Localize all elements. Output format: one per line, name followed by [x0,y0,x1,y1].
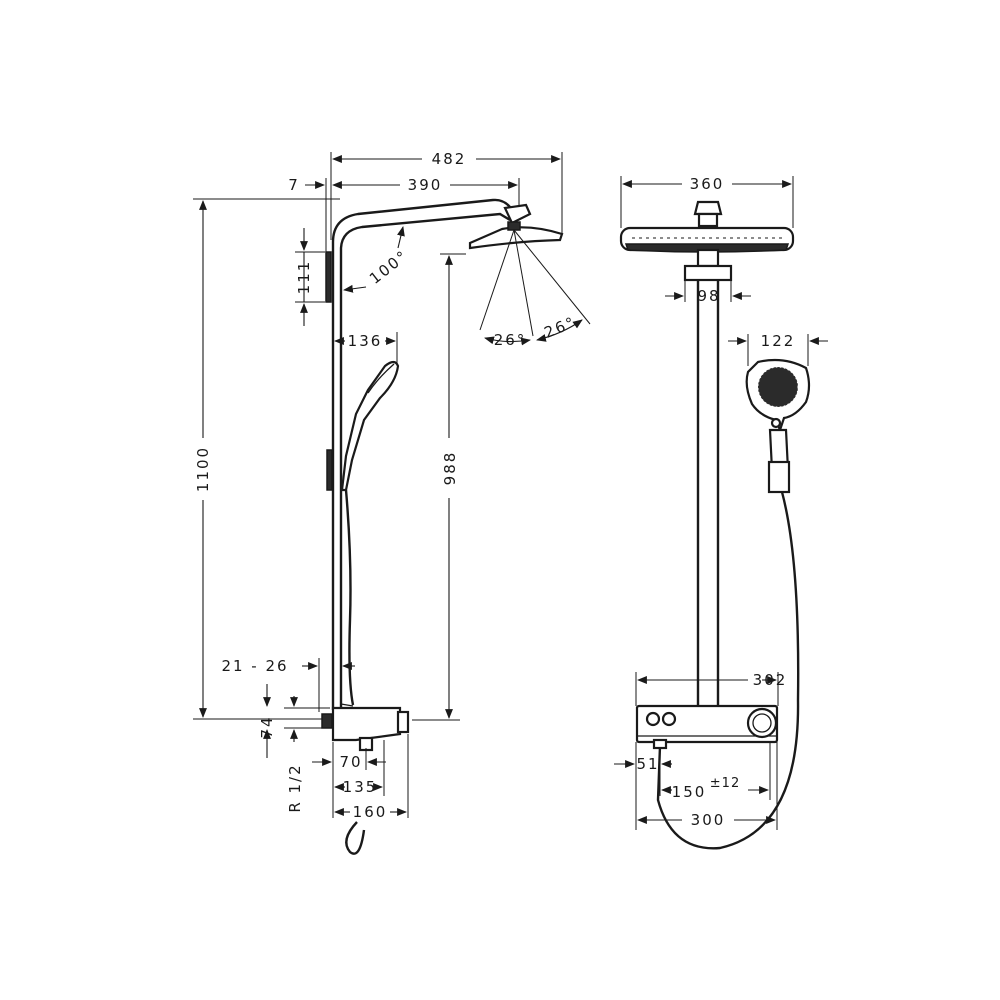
dim-136: 136 [348,332,383,350]
dim-21-26: 21 - 26 [221,657,288,675]
hand-shower-side [326,360,400,492]
thread-r-half: R 1/2 [286,763,304,812]
dim-160: 160 [353,803,388,821]
head-shower-front [619,200,795,253]
thermostat-front [635,704,779,750]
dim-111: 111 [295,260,313,295]
dim-51: 51 [636,755,659,773]
dim-150: 150 [672,783,707,801]
dim-302: 302 [753,671,788,689]
arm-connector-front [683,248,733,282]
hand-shower-front [745,358,811,494]
dim-98: 98 [697,287,720,305]
thermostat-side [321,706,410,855]
dim-300: 300 [691,811,726,829]
dim-988: 988 [441,451,459,486]
dim-482: 482 [432,150,467,168]
front-view: 360 98 122 302 51 150 ±12 [614,175,828,850]
tol-150: ±12 [710,776,740,791]
riser-pipe [325,251,343,710]
riser-pipe-front [696,280,720,706]
side-view: 482 7 390 1100 111 100° 988 [193,150,591,855]
dim-74: 74 [258,715,276,738]
angle-100: 100° [366,246,412,287]
head-shower-side [468,221,564,250]
angle-26-right: 26° [542,313,579,342]
dim-135: 135 [343,778,378,796]
angle-26-left: 26° [494,331,527,349]
dim-1100: 1100 [194,446,212,492]
dim-390: 390 [408,176,443,194]
overhead-arm [331,198,532,258]
dim-360: 360 [690,175,725,193]
hose-front [656,491,800,850]
dim-7: 7 [288,176,300,194]
hose-side [340,489,355,707]
dim-70: 70 [339,753,362,771]
dim-122: 122 [761,332,796,350]
